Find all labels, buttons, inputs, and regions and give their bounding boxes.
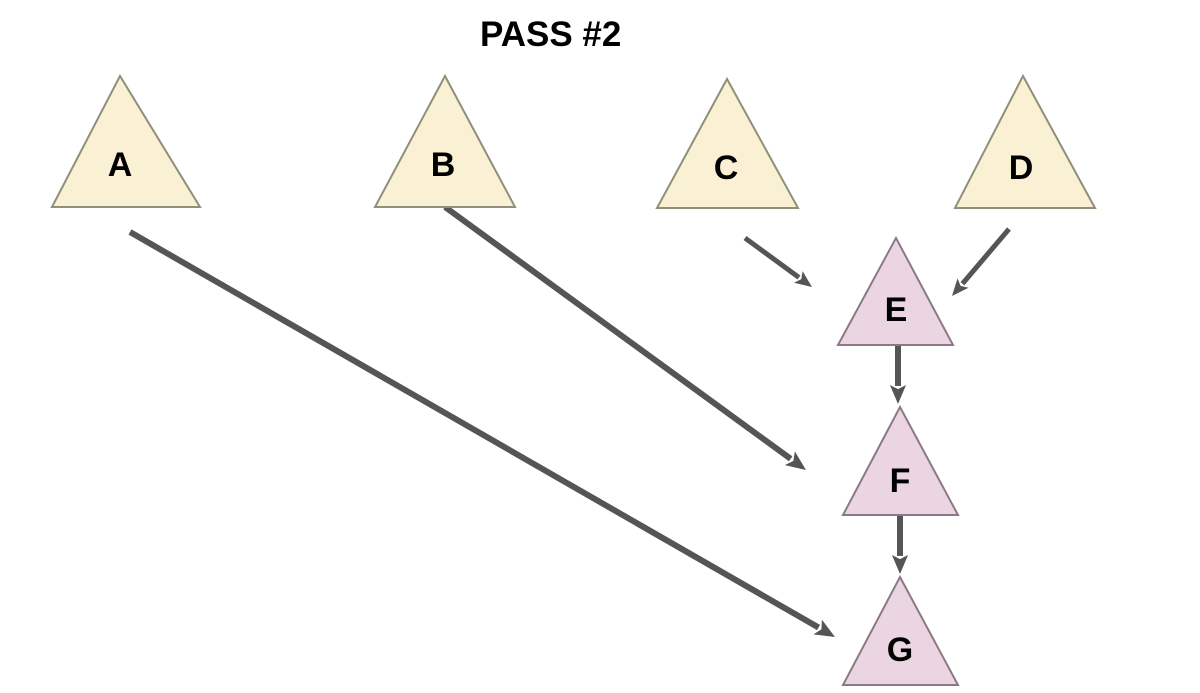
edge-line bbox=[960, 227, 1011, 286]
node-label: C bbox=[714, 149, 739, 187]
node-label: F bbox=[890, 462, 911, 500]
node-f[interactable]: F bbox=[841, 404, 960, 516]
node-label: D bbox=[1009, 149, 1034, 187]
node-c[interactable]: C bbox=[655, 76, 800, 209]
edge-f-g bbox=[891, 515, 909, 574]
edge-e-f bbox=[889, 345, 907, 404]
edge-line bbox=[743, 235, 801, 280]
edge-line bbox=[443, 204, 793, 462]
edge-b-f bbox=[443, 204, 806, 470]
arrowhead-icon bbox=[813, 619, 835, 637]
edge-a-g bbox=[128, 229, 835, 637]
node-label: B bbox=[431, 146, 456, 184]
triangle-shape[interactable] bbox=[373, 73, 517, 208]
edge-line bbox=[128, 229, 821, 631]
arrowhead-icon bbox=[794, 271, 812, 287]
node-label: G bbox=[887, 631, 913, 669]
nodes-layer: A B C D E F G bbox=[50, 73, 1097, 686]
triangle-shape[interactable] bbox=[836, 235, 955, 346]
node-g[interactable]: G bbox=[841, 574, 960, 686]
arrowhead-icon bbox=[889, 385, 907, 404]
triangle-shape[interactable] bbox=[841, 404, 960, 516]
node-b[interactable]: B bbox=[373, 73, 517, 208]
edges-layer bbox=[128, 204, 1011, 637]
arrowhead-icon bbox=[891, 555, 909, 574]
node-e[interactable]: E bbox=[836, 235, 955, 346]
edge-c-e bbox=[743, 235, 812, 287]
triangle-shape[interactable] bbox=[953, 73, 1097, 209]
node-label: E bbox=[885, 291, 908, 329]
arrowhead-icon bbox=[952, 278, 969, 296]
edge-d-e bbox=[952, 227, 1011, 296]
page-title: PASS #2 bbox=[480, 15, 621, 54]
triangle-shape[interactable] bbox=[50, 73, 202, 208]
triangle-shape[interactable] bbox=[655, 76, 800, 209]
arrowhead-icon bbox=[784, 451, 806, 470]
node-label: A bbox=[108, 146, 133, 184]
node-a[interactable]: A bbox=[50, 73, 202, 208]
triangle-shape[interactable] bbox=[841, 574, 960, 686]
node-d[interactable]: D bbox=[953, 73, 1097, 209]
